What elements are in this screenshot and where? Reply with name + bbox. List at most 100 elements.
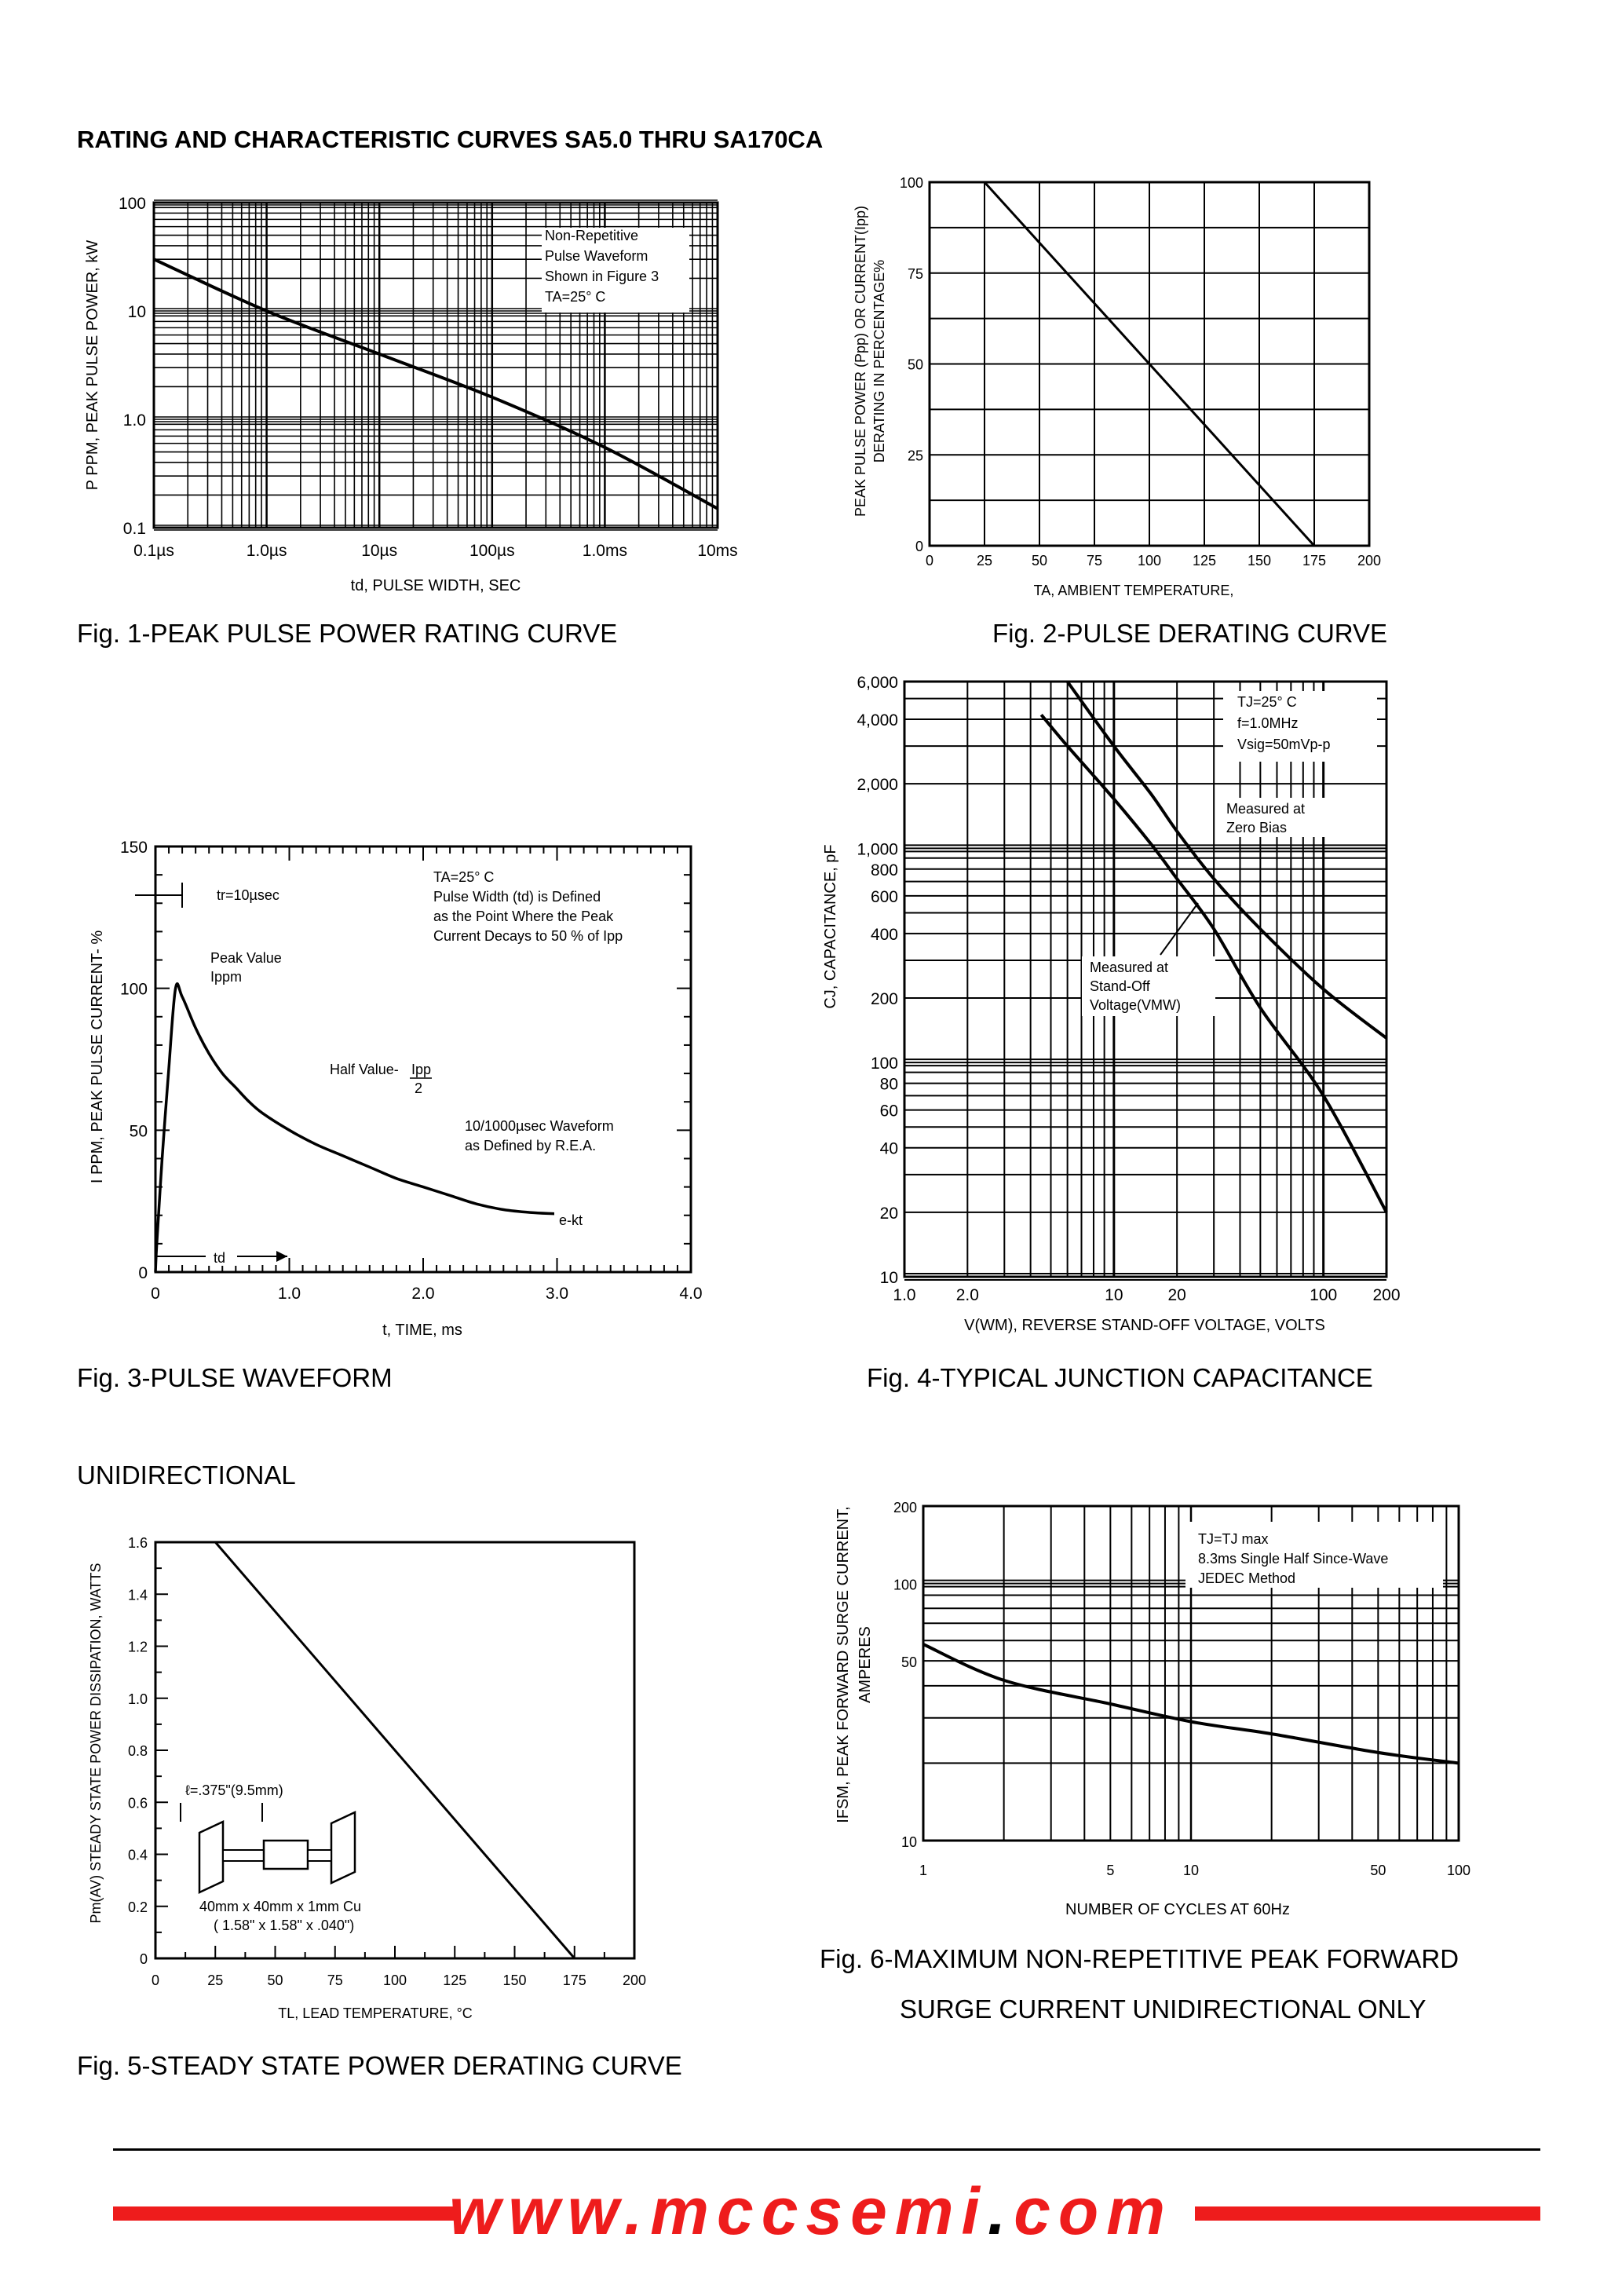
x-tick-label: 1	[919, 1863, 927, 1878]
unidirectional-label: UNIDIRECTIONAL	[77, 1461, 296, 1490]
td-box	[206, 1247, 237, 1266]
y-axis-label-line-0: PEAK PULSE POWER (Ppp) OR CURRENT(Ipp)	[853, 206, 868, 517]
x-axis-label: TL, LEAD TEMPERATURE, °C	[278, 2005, 473, 2021]
x-tick-label: 10µs	[361, 542, 397, 560]
y-tick-label: 0	[140, 1951, 148, 1967]
x-tick-label: 0	[151, 1285, 160, 1303]
label-standoff-line-0: Measured at	[1090, 960, 1168, 975]
footer-red-bar-right	[1195, 2206, 1540, 2221]
caption-fig1: Fig. 1-PEAK PULSE POWER RATING CURVE	[77, 619, 618, 648]
y-axis-label-line-1: AMPERES	[857, 1626, 874, 1703]
x-tick-label: 1.0ms	[583, 542, 627, 560]
x-tick-label: 1.0µs	[247, 542, 287, 560]
y-axis-label: I PPM, PEAK PULSE CURRENT- %	[89, 930, 106, 1184]
label-half-value: Half Value-	[330, 1062, 399, 1077]
y-tick-label: 1,000	[857, 840, 898, 858]
x-tick-label: 25	[977, 553, 992, 569]
y-axis-label-line-1: DERATING IN PERCENTAGE%	[871, 260, 887, 462]
y-tick-label: 2,000	[857, 776, 898, 794]
annotation-line-2: Vsig=50mVp-p	[1237, 737, 1331, 752]
y-tick-label: 400	[871, 926, 898, 944]
plot-frame	[922, 1504, 1460, 1842]
x-tick-label: 1.0	[893, 1286, 915, 1304]
annotation-line-3: Current Decays to 50 % of Ipp	[433, 928, 623, 944]
plot-frame	[903, 680, 1388, 1278]
zero-bias-box	[1218, 798, 1328, 837]
label-peak-line-1: Ippm	[210, 969, 242, 985]
label-standoff-line-1: Stand-Off	[1090, 978, 1151, 994]
y-tick-label: 50	[130, 1122, 148, 1140]
x-tick-label: 0.1µs	[133, 542, 174, 560]
y-tick-label: 10	[901, 1834, 917, 1850]
caption-fig6-line2: SURGE CURRENT UNIDIRECTIONAL ONLY	[900, 1994, 1427, 2024]
x-tick-label: 75	[1087, 553, 1102, 569]
y-tick-label: 800	[871, 861, 898, 879]
inset-lead-right	[307, 1849, 332, 1862]
footer-rule	[113, 2148, 1540, 2151]
y-tick-label: 4,000	[857, 711, 898, 729]
y-tick-label: 10	[128, 303, 146, 321]
inset-pcb-label-0: 40mm x 40mm x 1mm Cu	[199, 1899, 361, 1914]
x-tick-label: 200	[1372, 1286, 1400, 1304]
x-tick-label: 150	[502, 1972, 526, 1988]
series-line	[154, 982, 584, 1273]
page-title: RATING AND CHARACTERISTIC CURVES SA5.0 T…	[77, 126, 824, 153]
y-tick-label: 60	[880, 1102, 898, 1121]
y-tick-label: 1.0	[128, 1691, 148, 1707]
label-zero-bias-line-0: Measured at	[1226, 801, 1305, 817]
plot-frame	[152, 201, 719, 529]
label-two: 2	[415, 1080, 422, 1096]
label-ipp: Ipp	[411, 1062, 431, 1077]
annotation-line-2: Shown in Figure 3	[545, 269, 659, 284]
label-waveform-line-1: as Defined by R.E.A.	[465, 1138, 596, 1153]
x-axis-label: V(WM), REVERSE STAND-OFF VOLTAGE, VOLTS	[964, 1317, 1325, 1334]
y-tick-label: 0.4	[128, 1848, 148, 1863]
td-arrowhead	[276, 1251, 287, 1262]
annotation-line-0: Non-Repetitive	[545, 228, 638, 243]
x-tick-label: 75	[327, 1972, 343, 1988]
y-tick-label: 1.2	[128, 1640, 148, 1655]
caption-fig6-line1: Fig. 6-MAXIMUM NON-REPETITIVE PEAK FORWA…	[820, 1944, 1459, 1973]
label-waveform-line-0: 10/1000µsec Waveform	[465, 1118, 614, 1134]
footer-website: www.mccsemi.com	[0, 2174, 1622, 2250]
x-tick-label: 10	[1105, 1286, 1123, 1304]
x-tick-label: 0	[152, 1972, 159, 1988]
y-tick-label: 50	[901, 1654, 917, 1670]
x-tick-label: 2.0	[956, 1286, 979, 1304]
x-tick-label: 100	[1447, 1863, 1470, 1878]
annotation-line-0: TJ=25° C	[1237, 694, 1297, 710]
label-ekt: e-kt	[559, 1212, 583, 1228]
x-tick-label: 175	[1302, 553, 1326, 569]
footer-red-bar-left	[113, 2206, 458, 2221]
x-tick-label: 50	[1032, 553, 1047, 569]
series-line	[153, 258, 718, 510]
x-tick-label: 200	[623, 1972, 646, 1988]
plot-frame	[928, 181, 1371, 547]
annotation-line-0: TJ=TJ max	[1198, 1531, 1269, 1547]
x-tick-label: 100µs	[469, 542, 515, 560]
x-tick-label: 10ms	[697, 542, 737, 560]
y-tick-label: 1.0	[123, 411, 146, 430]
caption-fig3: Fig. 3-PULSE WAVEFORM	[77, 1363, 393, 1392]
x-tick-label: 100	[383, 1972, 407, 1988]
x-tick-label: 125	[1193, 553, 1216, 569]
y-axis-label: CJ, CAPACITANCE, pF	[822, 844, 839, 1008]
x-tick-label: 100	[1310, 1286, 1337, 1304]
y-tick-label: 0.8	[128, 1743, 148, 1759]
annotation-box	[1185, 1522, 1443, 1588]
y-tick-label: 0	[915, 539, 923, 554]
y-tick-label: 20	[880, 1205, 898, 1223]
y-axis-label-line-0: IFSM, PEAK FORWARD SURGE CURRENT,	[835, 1506, 852, 1823]
x-axis-label: td, PULSE WIDTH, SEC	[351, 577, 521, 594]
y-tick-label: 0	[138, 1264, 148, 1282]
annotation-line-3: TA=25° C	[545, 289, 605, 305]
annotation-line-1: Pulse Waveform	[545, 248, 648, 264]
inset-lead-label: ℓ=.375"(9.5mm)	[185, 1782, 283, 1798]
x-tick-label: 20	[1167, 1286, 1185, 1304]
plot-frame	[154, 1541, 636, 1960]
